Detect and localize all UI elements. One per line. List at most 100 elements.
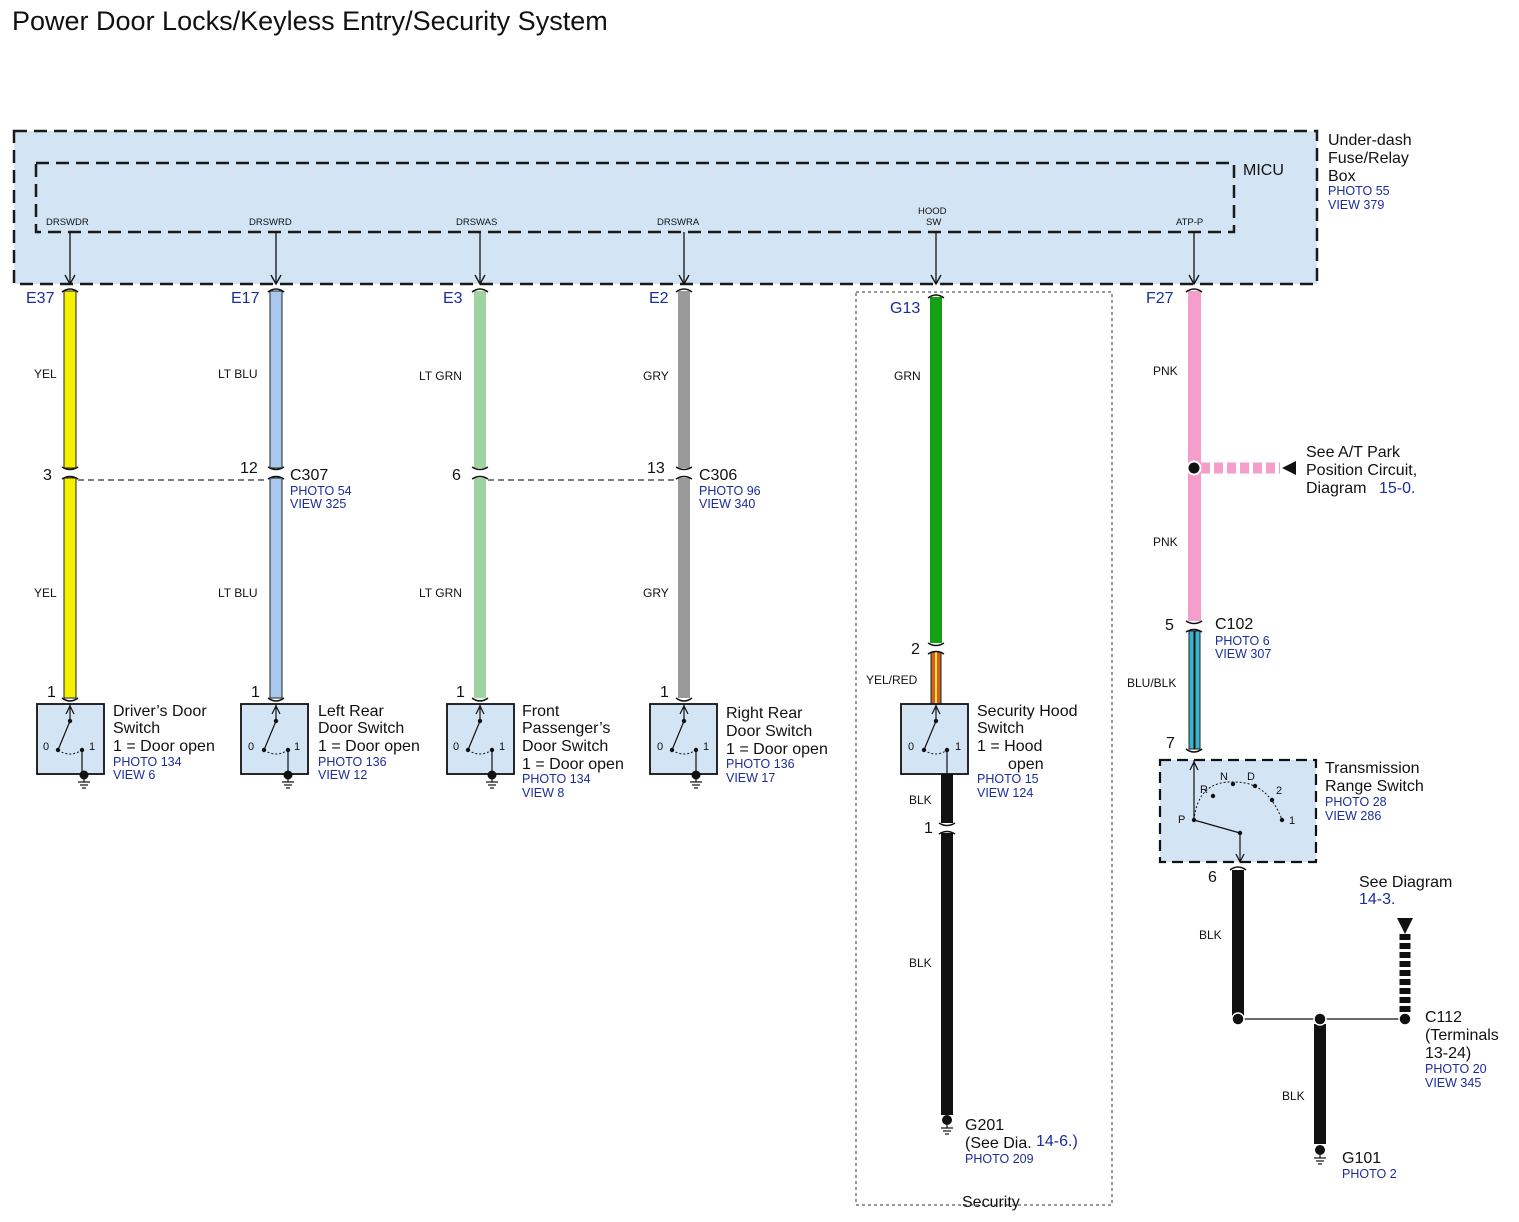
ground-icon bbox=[690, 770, 702, 789]
hood-switch-line-4: open bbox=[1008, 756, 1044, 773]
trans-switch-box bbox=[1158, 758, 1318, 864]
splice-dot-g101 bbox=[1313, 1012, 1327, 1026]
break-e17 bbox=[267, 288, 285, 293]
switch-left-rear-pos-1: 1 bbox=[294, 741, 300, 753]
wire-label-gry-upper: GRY bbox=[643, 369, 669, 383]
break-e3 bbox=[471, 288, 489, 293]
break-f27 bbox=[1185, 288, 1203, 293]
wire-gry-upper bbox=[678, 291, 690, 468]
break-c307-b-top bbox=[267, 466, 285, 471]
ground-icon-g201 bbox=[941, 1115, 953, 1135]
switch-right-rear-dash bbox=[671, 749, 697, 755]
ground-icon bbox=[282, 770, 294, 789]
fuse-box-name-line-2: Fuse/Relay bbox=[1328, 150, 1409, 167]
at-park-splice-dot bbox=[1186, 460, 1202, 476]
arrow-head-e37 bbox=[64, 274, 76, 286]
c307-name: C307 bbox=[290, 467, 328, 484]
break-c307-b-bottom bbox=[267, 475, 285, 480]
see-diagram-ref-link[interactable]: 14-3. bbox=[1359, 891, 1395, 908]
connector-e17: E17 bbox=[231, 290, 260, 307]
switch-right-rear-door: 0 1 bbox=[649, 703, 718, 775]
c112-line-3: 13-24) bbox=[1425, 1045, 1471, 1062]
break-hood-blk-bottom bbox=[938, 830, 956, 835]
g101-name: G101 bbox=[1342, 1150, 1381, 1167]
connector-e2: E2 bbox=[649, 290, 669, 307]
c306-view: VIEW 340 bbox=[699, 497, 755, 511]
driver-switch-line-1: Driver’s Door bbox=[113, 703, 207, 720]
trans-contact-n bbox=[1230, 781, 1236, 787]
wire-lt-grn-upper bbox=[474, 291, 486, 468]
trans-pos-1: 1 bbox=[1289, 815, 1295, 827]
c306-pin-a: 6 bbox=[452, 467, 461, 484]
g201-see: (See Dia. bbox=[965, 1135, 1032, 1152]
micu-outline bbox=[34, 161, 1236, 234]
c112-line-2: (Terminals bbox=[1425, 1027, 1499, 1044]
pin-label-sw: SW bbox=[926, 217, 941, 228]
pin-label-atp-p: ATP-P bbox=[1176, 217, 1203, 228]
wire-label-yel-upper: YEL bbox=[34, 367, 57, 381]
driver-switch-photo: PHOTO 134 bbox=[113, 755, 182, 769]
see-diagram-arrow-icon bbox=[1397, 918, 1413, 934]
c112-view: VIEW 345 bbox=[1425, 1076, 1481, 1090]
break-left-rear-pin bbox=[267, 697, 285, 702]
g201-photo: PHOTO 209 bbox=[965, 1152, 1034, 1166]
splice-dot-trans bbox=[1231, 1012, 1245, 1026]
trans-switch-photo: PHOTO 28 bbox=[1325, 795, 1387, 809]
wire-lt-grn-lower bbox=[474, 478, 486, 698]
fuse-relay-box: MICU Under-dash Fuse/Relay Box PHOTO 55 … bbox=[12, 129, 1412, 286]
switch-left-rear-blade bbox=[263, 720, 277, 751]
wire-pnk bbox=[1188, 291, 1201, 621]
c102-view: VIEW 307 bbox=[1215, 647, 1271, 661]
switch-security-hood: 0 1 bbox=[900, 703, 969, 775]
trans-switch-arrow bbox=[1189, 760, 1199, 771]
arrow-head-e17 bbox=[270, 274, 282, 286]
driver-switch-pin: 1 bbox=[47, 684, 56, 701]
c102-pin-a: 5 bbox=[1165, 617, 1174, 634]
right-rear-switch-line-2: Door Switch bbox=[726, 723, 812, 740]
c112-line-1: C112 bbox=[1425, 1009, 1462, 1026]
break-pin-2-top bbox=[927, 642, 945, 647]
switch-front-pass-blade bbox=[467, 720, 481, 751]
front-pass-switch-line-2: Passenger’s bbox=[522, 720, 610, 737]
break-c306-a-top bbox=[471, 466, 489, 471]
trans-contact-d bbox=[1252, 783, 1258, 789]
break-pin-2-bottom bbox=[927, 650, 945, 655]
connector-g13: G13 bbox=[890, 300, 920, 317]
trans-pos-r: R bbox=[1200, 784, 1208, 796]
switch-left-rear-pivot bbox=[273, 718, 279, 724]
wire-gry-lower bbox=[678, 478, 690, 698]
left-rear-switch-view: VIEW 12 bbox=[318, 768, 367, 782]
c306-photo: PHOTO 96 bbox=[699, 484, 761, 498]
trans-switch-line-1: Transmission bbox=[1325, 760, 1420, 777]
switch-front-pass-dash bbox=[467, 749, 493, 755]
wire-label-blu-blk: BLU/BLK bbox=[1127, 676, 1176, 690]
left-rear-switch-line-3: 1 = Door open bbox=[318, 738, 420, 755]
g201-ref-link[interactable]: 14-6.) bbox=[1036, 1133, 1078, 1150]
break-c102-top bbox=[1185, 620, 1203, 625]
wire-blk-trans bbox=[1232, 870, 1244, 1016]
switch-left-rear-arrow bbox=[271, 704, 281, 715]
splice-dot-c112 bbox=[1398, 1012, 1412, 1026]
g101-photo: PHOTO 2 bbox=[1342, 1167, 1397, 1181]
micu-label: MICU bbox=[1243, 162, 1284, 179]
ground-icon bbox=[486, 770, 498, 789]
fuse-box-name-line-3: Box bbox=[1328, 168, 1356, 185]
wire-label-lt-grn-lower: LT GRN bbox=[419, 586, 462, 600]
switch-right-rear-pivot bbox=[681, 718, 687, 724]
trans-switch-pin-6: 6 bbox=[1208, 869, 1217, 886]
trans-contact-2 bbox=[1269, 797, 1275, 803]
trans-pos-p: P bbox=[1178, 814, 1185, 826]
at-park-ref-link[interactable]: 15-0. bbox=[1379, 480, 1415, 497]
security-region bbox=[855, 291, 1113, 1206]
right-rear-switch-photo: PHOTO 136 bbox=[726, 757, 795, 771]
break-right-rear-pin bbox=[675, 697, 693, 702]
wire-label-blk-trans: BLK bbox=[1199, 928, 1222, 942]
wire-blk-hood-upper bbox=[941, 774, 953, 823]
c306-name: C306 bbox=[699, 467, 737, 484]
wire-blk-g101 bbox=[1314, 1024, 1326, 1144]
at-park-arrow-icon bbox=[1282, 461, 1296, 475]
switch-driver-arrow bbox=[65, 704, 75, 715]
switch-hood-pos-0: 0 bbox=[908, 741, 914, 753]
switch-left-rear-door: 0 1 bbox=[240, 703, 309, 775]
